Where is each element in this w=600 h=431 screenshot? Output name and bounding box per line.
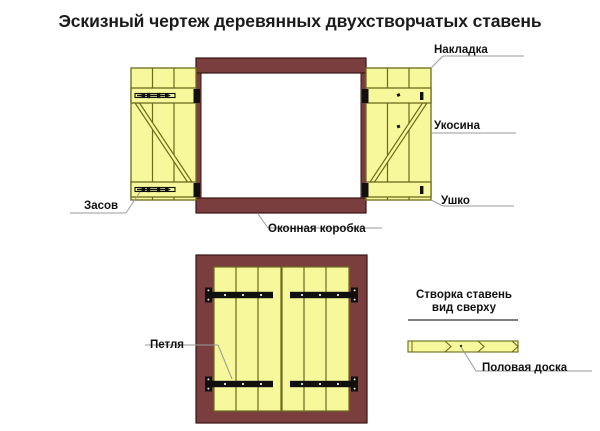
label-ushko: Ушко <box>441 195 470 207</box>
hinge-top-right <box>290 287 358 303</box>
label-petlya: Петля <box>150 339 185 351</box>
hinge-top-left <box>205 287 273 303</box>
bottom-right-leaf <box>281 266 350 412</box>
label-zasov: Засов <box>84 200 119 212</box>
hinge-bottom-left <box>205 376 273 392</box>
window-frame-top <box>195 57 367 214</box>
label-polovaya-doska: Половая доска <box>482 362 568 374</box>
left-shutter-open <box>130 67 200 201</box>
label-nakladka: Накладка <box>434 44 488 56</box>
label-stvorka-line2: вид сверху <box>431 302 497 314</box>
label-ukosina: Укосина <box>434 120 480 132</box>
hinge-bottom-right <box>290 376 358 392</box>
label-okonnaya-korobka: Оконная коробка <box>268 223 366 235</box>
right-shutter-open <box>362 67 432 201</box>
bottom-left-leaf <box>213 266 282 412</box>
page-title: Эскизный чертеж деревянных двухстворчаты… <box>58 11 542 31</box>
label-stvorka-line1: Створка ставень <box>415 289 512 301</box>
